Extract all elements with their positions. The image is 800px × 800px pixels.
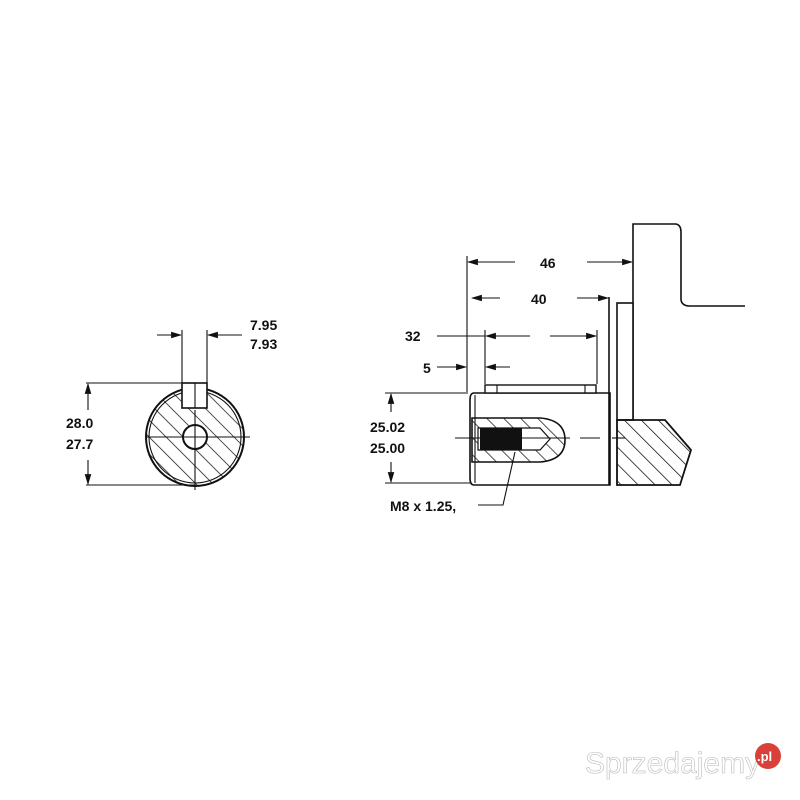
watermark-badge-text: .pl xyxy=(757,749,772,764)
height-min: 27.7 xyxy=(66,436,93,452)
height-max: 28.0 xyxy=(66,415,93,431)
thread xyxy=(480,428,522,450)
key-width-max: 7.95 xyxy=(250,317,277,333)
key-width-min: 7.93 xyxy=(250,336,277,352)
shaft xyxy=(469,392,611,486)
side-view: 46 40 32 5 25.02 25.00 M8 x 1.25, xyxy=(370,223,745,514)
flange xyxy=(632,223,745,420)
dim-40: 40 xyxy=(531,291,547,307)
shaft-key xyxy=(484,384,597,394)
watermark-text: Sprzedajemy xyxy=(585,747,760,780)
watermark-badge xyxy=(755,743,781,769)
thread-note: M8 x 1.25, xyxy=(390,498,456,514)
diameter-max: 25.02 xyxy=(370,419,405,435)
hub-section xyxy=(616,419,693,486)
dim-32: 32 xyxy=(405,328,421,344)
watermark: Sprzedajemy .pl xyxy=(585,743,781,780)
dim-5: 5 xyxy=(423,360,431,376)
diameter-min: 25.00 xyxy=(370,440,405,456)
front-view: 7.95 7.93 28.0 27.7 xyxy=(66,317,277,490)
dim-46: 46 xyxy=(540,255,556,271)
spacer-plate xyxy=(616,302,634,421)
